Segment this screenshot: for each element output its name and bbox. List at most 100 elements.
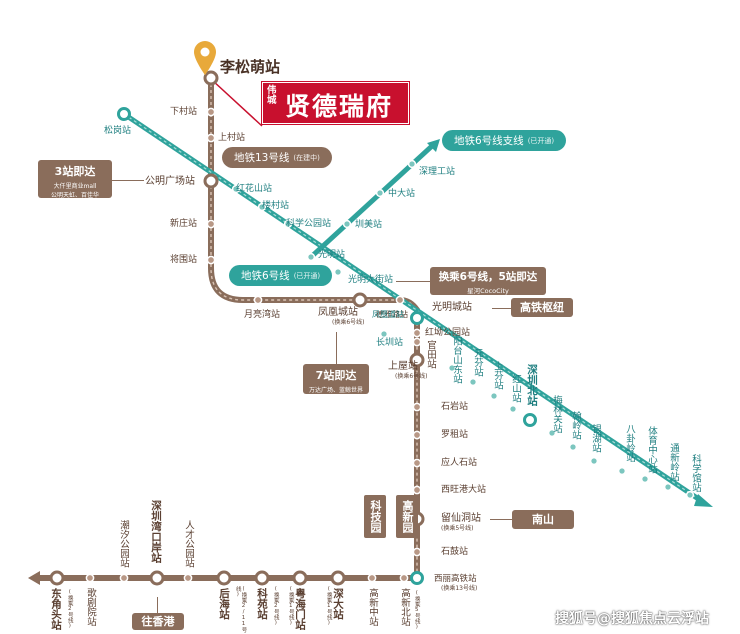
callout-three-stops-sub1: 大仟里商业mall (53, 183, 97, 190)
station-yueliangwan (253, 295, 263, 305)
station-guangming (306, 252, 316, 262)
interchange-fenghuangcheng (352, 292, 368, 308)
label-fenghuangcheng-note: (换乘6号线) (332, 319, 365, 326)
label-fenghuangdao: 凤凰道站 (372, 310, 404, 319)
label-dongjiaotou-note: (换乘2号线) (66, 589, 73, 629)
line6-stations (231, 159, 695, 500)
callout-three-stops-sub2: 公明天虹、百佳华 (50, 192, 99, 199)
station-honghuashan (231, 184, 241, 194)
label-jiangtou: 将围站 (170, 255, 198, 265)
station-yinhu (589, 456, 599, 466)
line13-stations (85, 107, 422, 583)
station-xiwanggangda (412, 485, 422, 495)
station-meilinguan (547, 428, 557, 438)
station-yuanfen (468, 377, 478, 387)
label-yuanfen: 元芬站 (471, 348, 483, 377)
callout-nanshan: 南山 (512, 510, 574, 529)
brand-name: 贤德瑞府 (285, 92, 394, 121)
station-luozu (412, 430, 422, 440)
callout-three-stops-title: 3站即达 (54, 165, 96, 178)
label-baguaaling: 八卦岭站 (623, 424, 635, 462)
label-guantian: 官田站 (424, 340, 436, 369)
label-xiwanggangda: 西旺港大站 (441, 485, 487, 495)
label-loucun: 楼村站 (262, 201, 290, 211)
interchange-shenzhenwankouan (149, 570, 165, 586)
label-deyalu: 德雅路站 (376, 310, 408, 319)
line6-badge: 地铁6号线 (已开通) (229, 265, 333, 286)
interchange-origin (203, 70, 219, 86)
station-guantian (412, 337, 422, 347)
callout-high-speed-hub: 高铁枢纽 (511, 298, 573, 317)
label-songgang: 松岗站 (104, 126, 132, 136)
interchange-xilihongtie (410, 571, 424, 585)
line6-branch-badge-note: (已开通) (527, 136, 555, 145)
label-kexuegongyuan: 科学公园站 (286, 219, 332, 229)
watermark: 搜狐号@搜狐焦点云浮站 (555, 611, 709, 627)
label-dongjiaotou: 东角头站 (50, 588, 63, 630)
callout-hong-kong-connector (157, 597, 158, 613)
callout-seven-stops-connector (336, 332, 337, 364)
station-xinzhuang (206, 219, 216, 229)
brand-banner: 伟城 贤德瑞府 (262, 82, 409, 124)
line13-badge: 地铁13号线 (在建中) (222, 147, 332, 168)
location-pin-icon (194, 41, 216, 75)
line6-badge-label: 地铁6号线 (241, 270, 290, 282)
station-shiyan (412, 402, 422, 412)
interchange-shenzhenbei (523, 413, 537, 427)
label-kexueguan: 科学馆站 (689, 454, 701, 492)
station-guangmingdajie (333, 267, 343, 277)
callout-keji: 科技园 (364, 495, 386, 538)
station-gaoxinzhong (367, 573, 377, 583)
label-tongxinling: 通新岭站 (667, 443, 679, 481)
label-shiyan: 石岩站 (441, 402, 469, 412)
label-keyuan: 科苑站 (256, 588, 269, 620)
interchange-yuehaimen (292, 570, 308, 586)
label-xilihongtie: 西丽高铁站 (434, 574, 477, 584)
label-shenda-note: (换乘1号线) (325, 586, 332, 626)
station-shigu (412, 547, 422, 557)
label-shangwu-note: (换乘6号线) (395, 373, 428, 380)
station-jiangtou (206, 255, 216, 265)
label-shenzhenbei: 深圳北站 (526, 364, 539, 406)
label-xiacun: 下村站 (170, 107, 198, 117)
callout-hub-connector (492, 308, 511, 309)
callout-seven-stops-sub: 万达广场、蓝鲸世界 (308, 387, 363, 394)
interchange-shenda (330, 570, 346, 586)
station-kexuegongyuan (283, 219, 293, 229)
station-shangfen (489, 391, 499, 401)
station-hongjinggongyuan (412, 328, 422, 338)
label-gongming: 公明广场站 (145, 176, 195, 187)
bottom-line-arrow (28, 571, 40, 585)
callout-transfer: 换乘6号线，5站即达 星河CocoCity (430, 267, 546, 295)
label-houhai-note: (换乘2/11号线) (234, 586, 247, 633)
line13-badge-note: (在建中) (293, 153, 320, 162)
callout-transfer-connector (396, 281, 430, 282)
label-shenda: 深大站 (332, 588, 345, 620)
label-fenghuangcheng: 凤凰城站 (318, 307, 358, 318)
label-yingrenshi: 应人石站 (441, 458, 478, 468)
station-xiacun (206, 107, 216, 117)
label-shigu: 石鼓站 (441, 547, 469, 557)
callout-hong-kong: 往香港 (132, 613, 184, 630)
station-kexueguan (685, 490, 695, 500)
label-yuehaimen-note: (换乘1号线) (287, 586, 294, 626)
station-tongxinling (663, 482, 673, 492)
label-gewuyuan: 歌剧院站 (84, 588, 96, 626)
label-honghuashan: 红花山站 (236, 184, 273, 194)
label-zhongda: 中大站 (388, 189, 416, 199)
station-hanling (568, 442, 578, 452)
label-shangfen: 上芬站 (491, 361, 503, 390)
label-yueliangwan: 月亮湾站 (244, 310, 281, 320)
line6-branch-badge: 地铁6号线支线 (已开通) (442, 130, 567, 151)
interchange-gongming (203, 173, 219, 189)
station-yingrenshi (412, 458, 422, 468)
origin-station-label: 李松萌站 (220, 58, 281, 76)
station-humei (342, 219, 352, 229)
station-changzhen (379, 329, 389, 339)
label-luozu: 罗租站 (441, 430, 469, 440)
label-shenzhenwankouan: 深圳湾口岸站 (150, 500, 163, 563)
label-yangtaishandong: 阳台山东站 (450, 336, 462, 384)
line13-badge-label: 地铁13号线 (234, 152, 290, 164)
station-tiyuzhongxin (640, 474, 650, 484)
